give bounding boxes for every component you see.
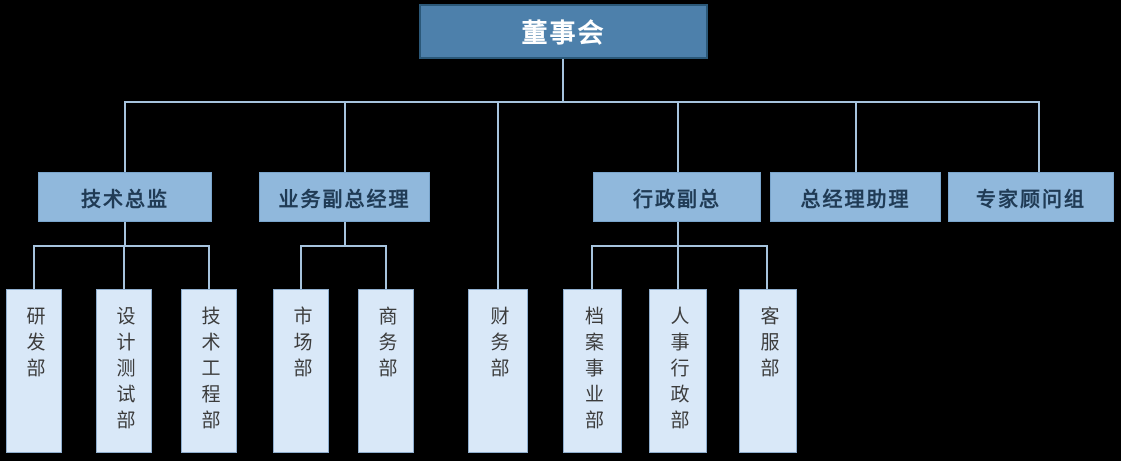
- leaf-node-hr-admin-dept[interactable]: 人事行政部: [649, 289, 707, 453]
- connector-drop-biz: [344, 101, 346, 172]
- leaf-node-finance-dept[interactable]: 财务部: [468, 289, 528, 453]
- leaf-node-rd-dept[interactable]: 研发部: [6, 289, 62, 453]
- leaf-node-label: 技术工程部: [198, 306, 221, 436]
- branch-node-admin-deputy[interactable]: 行政副总: [593, 172, 761, 222]
- connector-drop-market: [300, 245, 302, 289]
- connector-admin-stub: [677, 222, 679, 245]
- branch-node-tech-director[interactable]: 技术总监: [38, 172, 212, 222]
- connector-drop-admin: [677, 101, 679, 172]
- root-node-board[interactable]: 董事会: [419, 4, 708, 59]
- leaf-node-customer-service-dept[interactable]: 客服部: [739, 289, 797, 453]
- connector-drop-eng: [208, 245, 210, 289]
- branch-node-label: 专家顾问组: [976, 186, 1086, 211]
- branch-node-business-deputy-gm[interactable]: 业务副总经理: [259, 172, 430, 222]
- connector-biz-stub: [344, 222, 346, 245]
- leaf-node-label: 商务部: [375, 306, 398, 384]
- connector-drop-rd: [33, 245, 35, 289]
- connector-admin-subtrunk: [591, 245, 768, 247]
- branch-node-label: 业务副总经理: [278, 186, 411, 211]
- leaf-node-design-testing-dept[interactable]: 设计测试部: [96, 289, 152, 453]
- leaf-node-label: 客服部: [757, 306, 780, 384]
- connector-tech-subtrunk: [33, 245, 210, 247]
- connector-root-stub: [562, 59, 564, 101]
- leaf-node-label: 财务部: [487, 306, 510, 384]
- branch-node-gm-assistant[interactable]: 总经理助理: [770, 172, 941, 222]
- connector-drop-assistant: [855, 101, 857, 172]
- leaf-node-marketing-dept[interactable]: 市场部: [273, 289, 329, 453]
- connector-drop-archive: [591, 245, 593, 289]
- branch-node-label: 总经理助理: [800, 186, 911, 211]
- leaf-node-tech-engineering-dept[interactable]: 技术工程部: [181, 289, 237, 453]
- leaf-node-label: 市场部: [290, 306, 313, 384]
- branch-node-label: 技术总监: [81, 186, 169, 211]
- root-node-label: 董事会: [521, 19, 606, 49]
- connector-drop-expert: [1038, 101, 1040, 172]
- branch-node-label: 行政副总: [633, 186, 721, 211]
- connector-drop-tech: [124, 101, 126, 172]
- leaf-node-commerce-dept[interactable]: 商务部: [358, 289, 414, 453]
- leaf-node-label: 档案事业部: [582, 306, 604, 436]
- branch-node-expert-advisory-group[interactable]: 专家顾问组: [948, 172, 1114, 222]
- connector-drop-finance: [497, 101, 499, 289]
- connector-drop-service: [766, 245, 768, 289]
- connector-drop-commerce: [385, 245, 387, 289]
- leaf-node-label: 人事行政部: [667, 306, 690, 436]
- connector-drop-hr: [677, 245, 679, 289]
- leaf-node-label: 设计测试部: [113, 306, 136, 436]
- leaf-node-label: 研发部: [23, 306, 46, 384]
- leaf-node-archives-division[interactable]: 档案事业部: [563, 289, 622, 453]
- connector-drop-design: [123, 245, 125, 289]
- connector-tech-stub: [124, 222, 126, 245]
- connector-biz-subtrunk: [300, 245, 387, 247]
- connector-main-trunk: [124, 101, 1040, 103]
